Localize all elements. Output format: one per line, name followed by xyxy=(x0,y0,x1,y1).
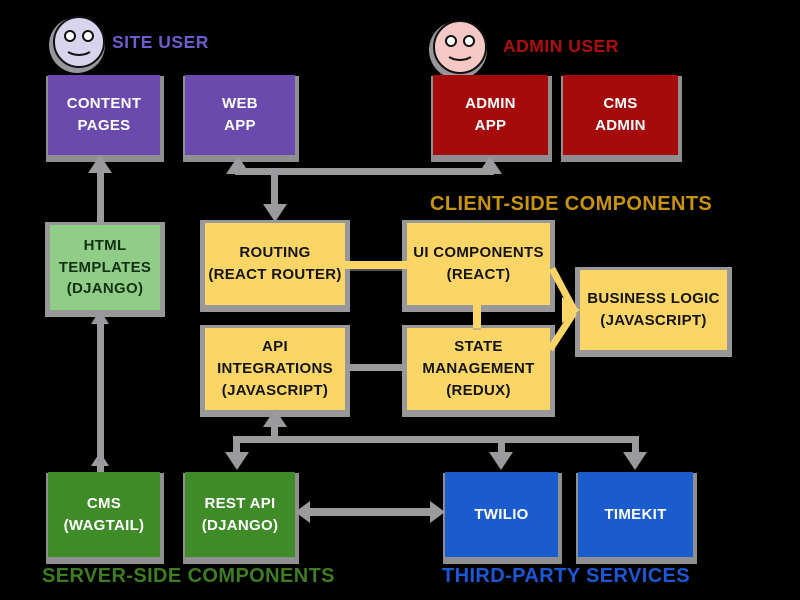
node-admin-app: ADMIN APP xyxy=(433,75,548,155)
node-cms-wagtail: CMS (WAGTAIL) xyxy=(48,472,160,557)
site-user-smile-icon xyxy=(64,37,94,56)
arrow-down-into-twilio-icon xyxy=(489,452,513,470)
arrow-up-into-api-integrations-icon xyxy=(263,409,287,427)
admin-user-face-icon xyxy=(433,20,487,74)
admin-user-label: ADMIN USER xyxy=(503,36,619,56)
node-ui-components: UI COMPONENTS (REACT) xyxy=(407,223,550,305)
node-routing: ROUTING (REACT ROUTER) xyxy=(205,223,345,305)
connector-rest-api-twilio xyxy=(305,508,435,516)
arrow-down-into-timekit-icon xyxy=(623,452,647,470)
connector-bus-to-timekit xyxy=(632,443,639,454)
arrow-right-into-business-logic-icon xyxy=(562,297,580,323)
connector-api-to-bus xyxy=(271,424,278,440)
admin-user-smile-icon xyxy=(445,42,475,61)
connector-cms-to-templates xyxy=(97,322,104,472)
arrow-left-into-rest-api-icon xyxy=(295,501,310,523)
connector-ui-state xyxy=(473,305,481,328)
connector-apps-to-routing xyxy=(271,168,278,205)
node-html-templates: HTML TEMPLATES (DJANGO) xyxy=(50,225,160,310)
connector-apps-horizontal xyxy=(235,168,494,175)
connector-bus-to-twilio xyxy=(498,443,505,454)
node-twilio: TWILIO xyxy=(445,472,558,557)
arrow-up-into-admin-app-icon xyxy=(478,156,502,174)
client-side-components-label: CLIENT-SIDE COMPONENTS xyxy=(430,193,713,215)
connector-bus-horizontal xyxy=(233,436,639,443)
connector-bus-to-rest-api xyxy=(233,436,240,455)
arrow-up-into-content-pages-icon xyxy=(88,155,112,173)
node-cms-admin: CMS ADMIN xyxy=(563,75,678,155)
arrow-up-into-web-app-icon xyxy=(226,156,250,174)
node-content-pages: CONTENT PAGES xyxy=(48,75,160,155)
third-party-services-label: THIRD-PARTY SERVICES xyxy=(442,565,691,587)
node-api-integrations: API INTEGRATIONS (JAVASCRIPT) xyxy=(205,328,345,410)
arrow-down-into-routing-icon xyxy=(263,204,287,222)
connector-routing-ui-components xyxy=(345,261,407,269)
server-side-components-label: SERVER-SIDE COMPONENTS xyxy=(42,565,335,587)
arrow-up-above-cms-icon xyxy=(91,452,109,466)
site-user-face-icon xyxy=(53,16,105,68)
connector-api-state xyxy=(345,364,407,371)
node-state-management: STATE MANAGEMENT (REDUX) xyxy=(407,328,550,410)
node-timekit: TIMEKIT xyxy=(578,472,693,557)
site-user-label: SITE USER xyxy=(112,32,209,52)
node-business-logic: BUSINESS LOGIC (JAVASCRIPT) xyxy=(580,270,727,350)
connector-templates-to-content xyxy=(97,170,104,225)
arrow-right-into-twilio-icon xyxy=(430,501,445,523)
node-rest-api: REST API (DJANGO) xyxy=(185,472,295,557)
arrow-down-into-rest-api-icon xyxy=(225,452,249,470)
node-web-app: WEB APP xyxy=(185,75,295,155)
arrow-up-into-html-templates-icon xyxy=(91,310,109,324)
